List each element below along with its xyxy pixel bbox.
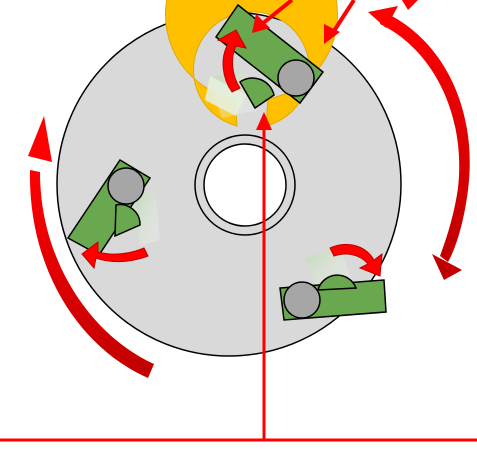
pointer-arrow-icon xyxy=(324,24,340,44)
pointer-line xyxy=(260,0,294,26)
bottom-pivot xyxy=(283,281,321,319)
top-arm-assembly xyxy=(205,3,325,118)
bottom-arm-assembly xyxy=(279,246,387,321)
rotation-arrow-icon xyxy=(432,254,462,280)
rotation-arrow-icon xyxy=(380,12,470,262)
bottom-arm-lobe xyxy=(317,274,358,291)
left-arm-lobe xyxy=(114,203,141,238)
rotation-arrow-icon xyxy=(29,170,154,378)
top-pivot xyxy=(277,59,315,97)
rotation-arrow-icon xyxy=(28,116,52,162)
left-arm-ghost xyxy=(135,190,160,246)
hub-hole xyxy=(203,143,287,227)
swing-arrow-icon xyxy=(329,244,383,277)
left-pivot xyxy=(107,167,145,205)
pointer-line xyxy=(330,0,356,36)
swing-arrow-icon xyxy=(81,241,149,270)
swing-arrow-icon xyxy=(216,29,247,93)
rotation-arrow-icon xyxy=(368,6,398,28)
pointer-arrow-icon xyxy=(252,14,270,33)
top-arm-ghost-2 xyxy=(205,76,246,116)
top-arm-lobe xyxy=(239,77,275,110)
pointer-arrow-icon xyxy=(402,0,418,10)
pointer-arrow-icon xyxy=(256,112,272,130)
left-arm-assembly xyxy=(66,158,160,256)
